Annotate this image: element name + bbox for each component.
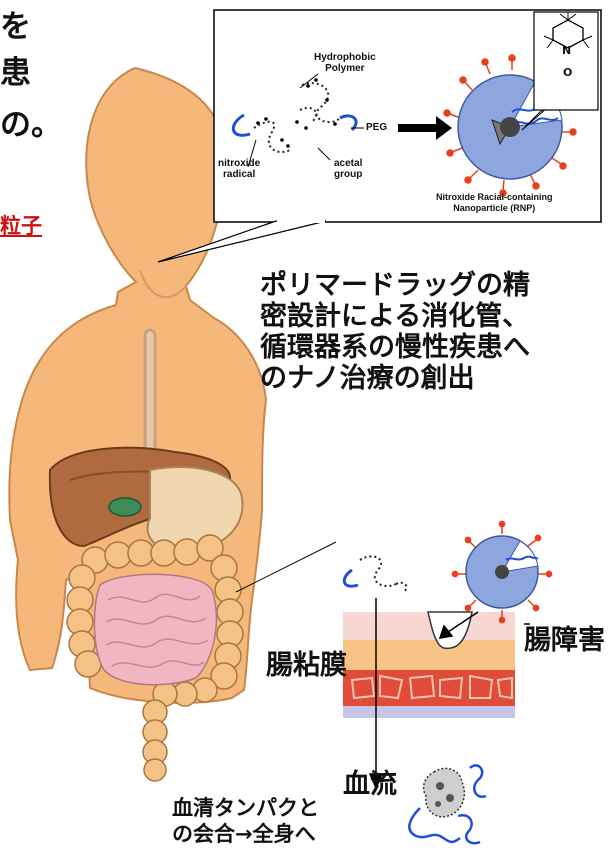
chem-atom-n: N: [562, 44, 571, 57]
title-line-2: 密設計による消化管、: [260, 301, 529, 332]
label-intestinal-damage: 腸障害: [524, 618, 605, 657]
section-polymer: [344, 556, 406, 592]
partial-heading-line-1: を: [0, 6, 31, 49]
label-acetal-group: acetal group: [334, 158, 362, 180]
blood-complex: [409, 765, 486, 843]
label-blood-flow: 血流: [343, 762, 397, 801]
small-intestine: [94, 574, 216, 684]
label-rnp: Nitroxide Racial-containing Nanoparticle…: [436, 192, 553, 214]
section-nanoparticle: [452, 521, 551, 622]
title-line-4: のナノ治療の創出: [260, 363, 475, 394]
tissue-cross-section: [343, 612, 515, 718]
chem-atom-o: O: [563, 66, 572, 79]
gallbladder: [109, 498, 141, 516]
title-line-3: 循環器系の慢性疾患へ: [260, 332, 530, 363]
label-serum-line-2: の会合→全身へ: [172, 822, 316, 846]
partial-red-text: 粒子: [0, 210, 42, 240]
label-nitroxide-radical: nitroxide radical: [218, 158, 260, 180]
label-peg: PEG: [366, 122, 387, 133]
title-line-1: ポリマードラッグの精: [260, 270, 530, 301]
label-intestinal-mucosa: 腸粘膜: [266, 643, 347, 682]
label-hydrophobic-polymer: Hydrophobic Polymer: [314, 52, 376, 74]
partial-heading-line-2: 患: [0, 52, 31, 95]
label-serum-line-1: 血清タンパクと: [172, 796, 319, 820]
partial-heading-line-3: の。: [0, 104, 62, 147]
